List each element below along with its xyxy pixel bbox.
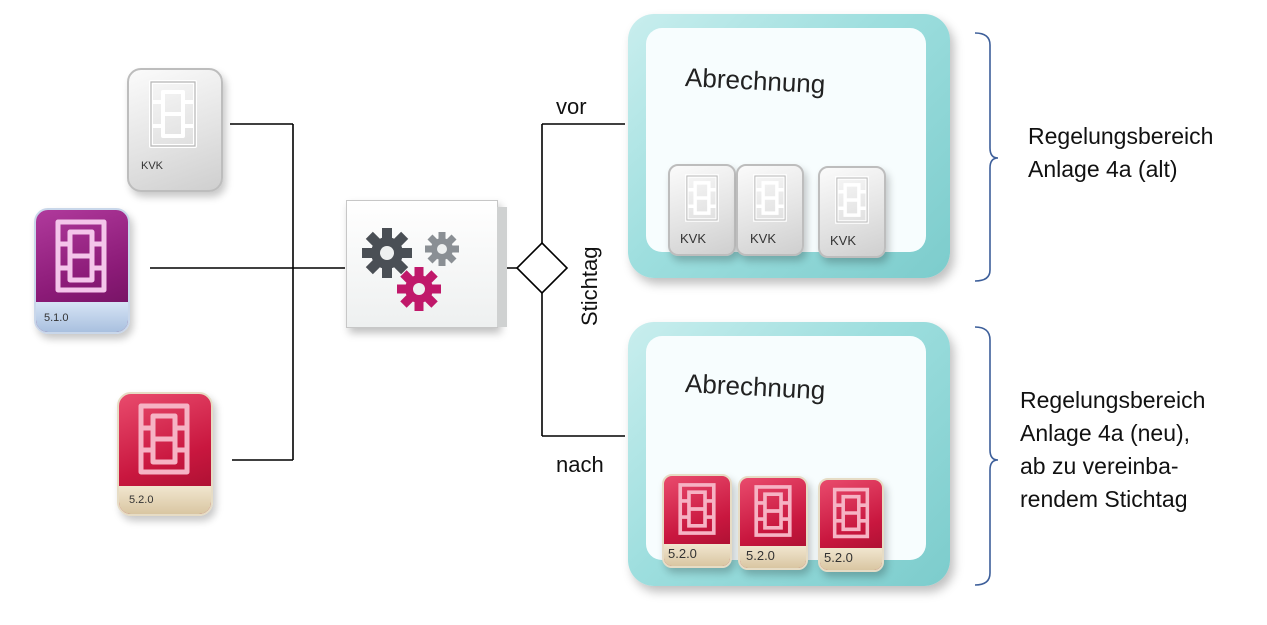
egk-510-card: 5.1.0: [34, 208, 130, 334]
label-vor: vor: [556, 94, 587, 119]
abrechnung-box-bottom: Abrechnung 5.2.0 5.2.0 5.2.0: [628, 322, 950, 586]
card-band: [36, 302, 128, 332]
card-caption: KVK: [141, 160, 164, 172]
label-line: Anlage 4a (neu),: [1020, 420, 1191, 446]
card-caption: KVK: [750, 231, 777, 246]
kvk-card: KVK: [736, 164, 804, 256]
regelungsbereich-alt-label: Regelungsbereich Anlage 4a (alt): [1028, 120, 1213, 186]
label-stichtag: Stichtag: [577, 246, 602, 327]
card-caption: KVK: [680, 231, 707, 246]
egk-520-card: 5.2.0: [117, 392, 213, 516]
regelungsbereich-neu-label: Regelungsbereich Anlage 4a (neu), ab zu …: [1020, 384, 1205, 516]
label-line: ab zu vereinba-: [1020, 453, 1179, 479]
bracket-bottom: [974, 326, 999, 586]
card-caption: 5.2.0: [824, 550, 853, 565]
card-caption: 5.2.0: [668, 546, 697, 561]
chip-icon: [678, 483, 716, 535]
processing-box: [346, 200, 507, 328]
bracket-top: [974, 32, 999, 282]
card-band: [119, 486, 211, 514]
card-caption: 5.2.0: [746, 548, 775, 563]
chip-icon: [138, 403, 190, 475]
chip-icon: [685, 174, 719, 222]
label-line: rendem Stichtag: [1020, 486, 1188, 512]
card-caption: KVK: [830, 233, 857, 248]
label-line: Regelungsbereich: [1020, 387, 1206, 413]
egk-520-card: 5.2.0: [738, 476, 808, 570]
chip-icon: [754, 485, 792, 537]
kvk-card: KVK: [818, 166, 886, 258]
kvk-card: KVK: [668, 164, 736, 256]
chip-icon: [55, 219, 107, 293]
label-line: Regelungsbereich: [1028, 123, 1214, 149]
egk-520-card: 5.2.0: [818, 478, 884, 572]
chip-icon: [753, 174, 787, 222]
chip-icon: [835, 176, 869, 224]
chip-icon: [149, 80, 197, 148]
decision-diamond: [515, 241, 569, 295]
label-nach: nach: [556, 452, 604, 477]
chip-icon: [832, 487, 870, 539]
egk-520-card: 5.2.0: [662, 474, 732, 568]
label-line: Anlage 4a (alt): [1028, 156, 1178, 182]
abrechnung-box-top: Abrechnung KVK KVK KVK: [628, 14, 950, 278]
kvk-card: KVK: [127, 68, 223, 192]
card-caption: 5.1.0: [44, 312, 69, 324]
gears-icon: [362, 228, 459, 311]
card-caption: 5.2.0: [129, 494, 154, 506]
